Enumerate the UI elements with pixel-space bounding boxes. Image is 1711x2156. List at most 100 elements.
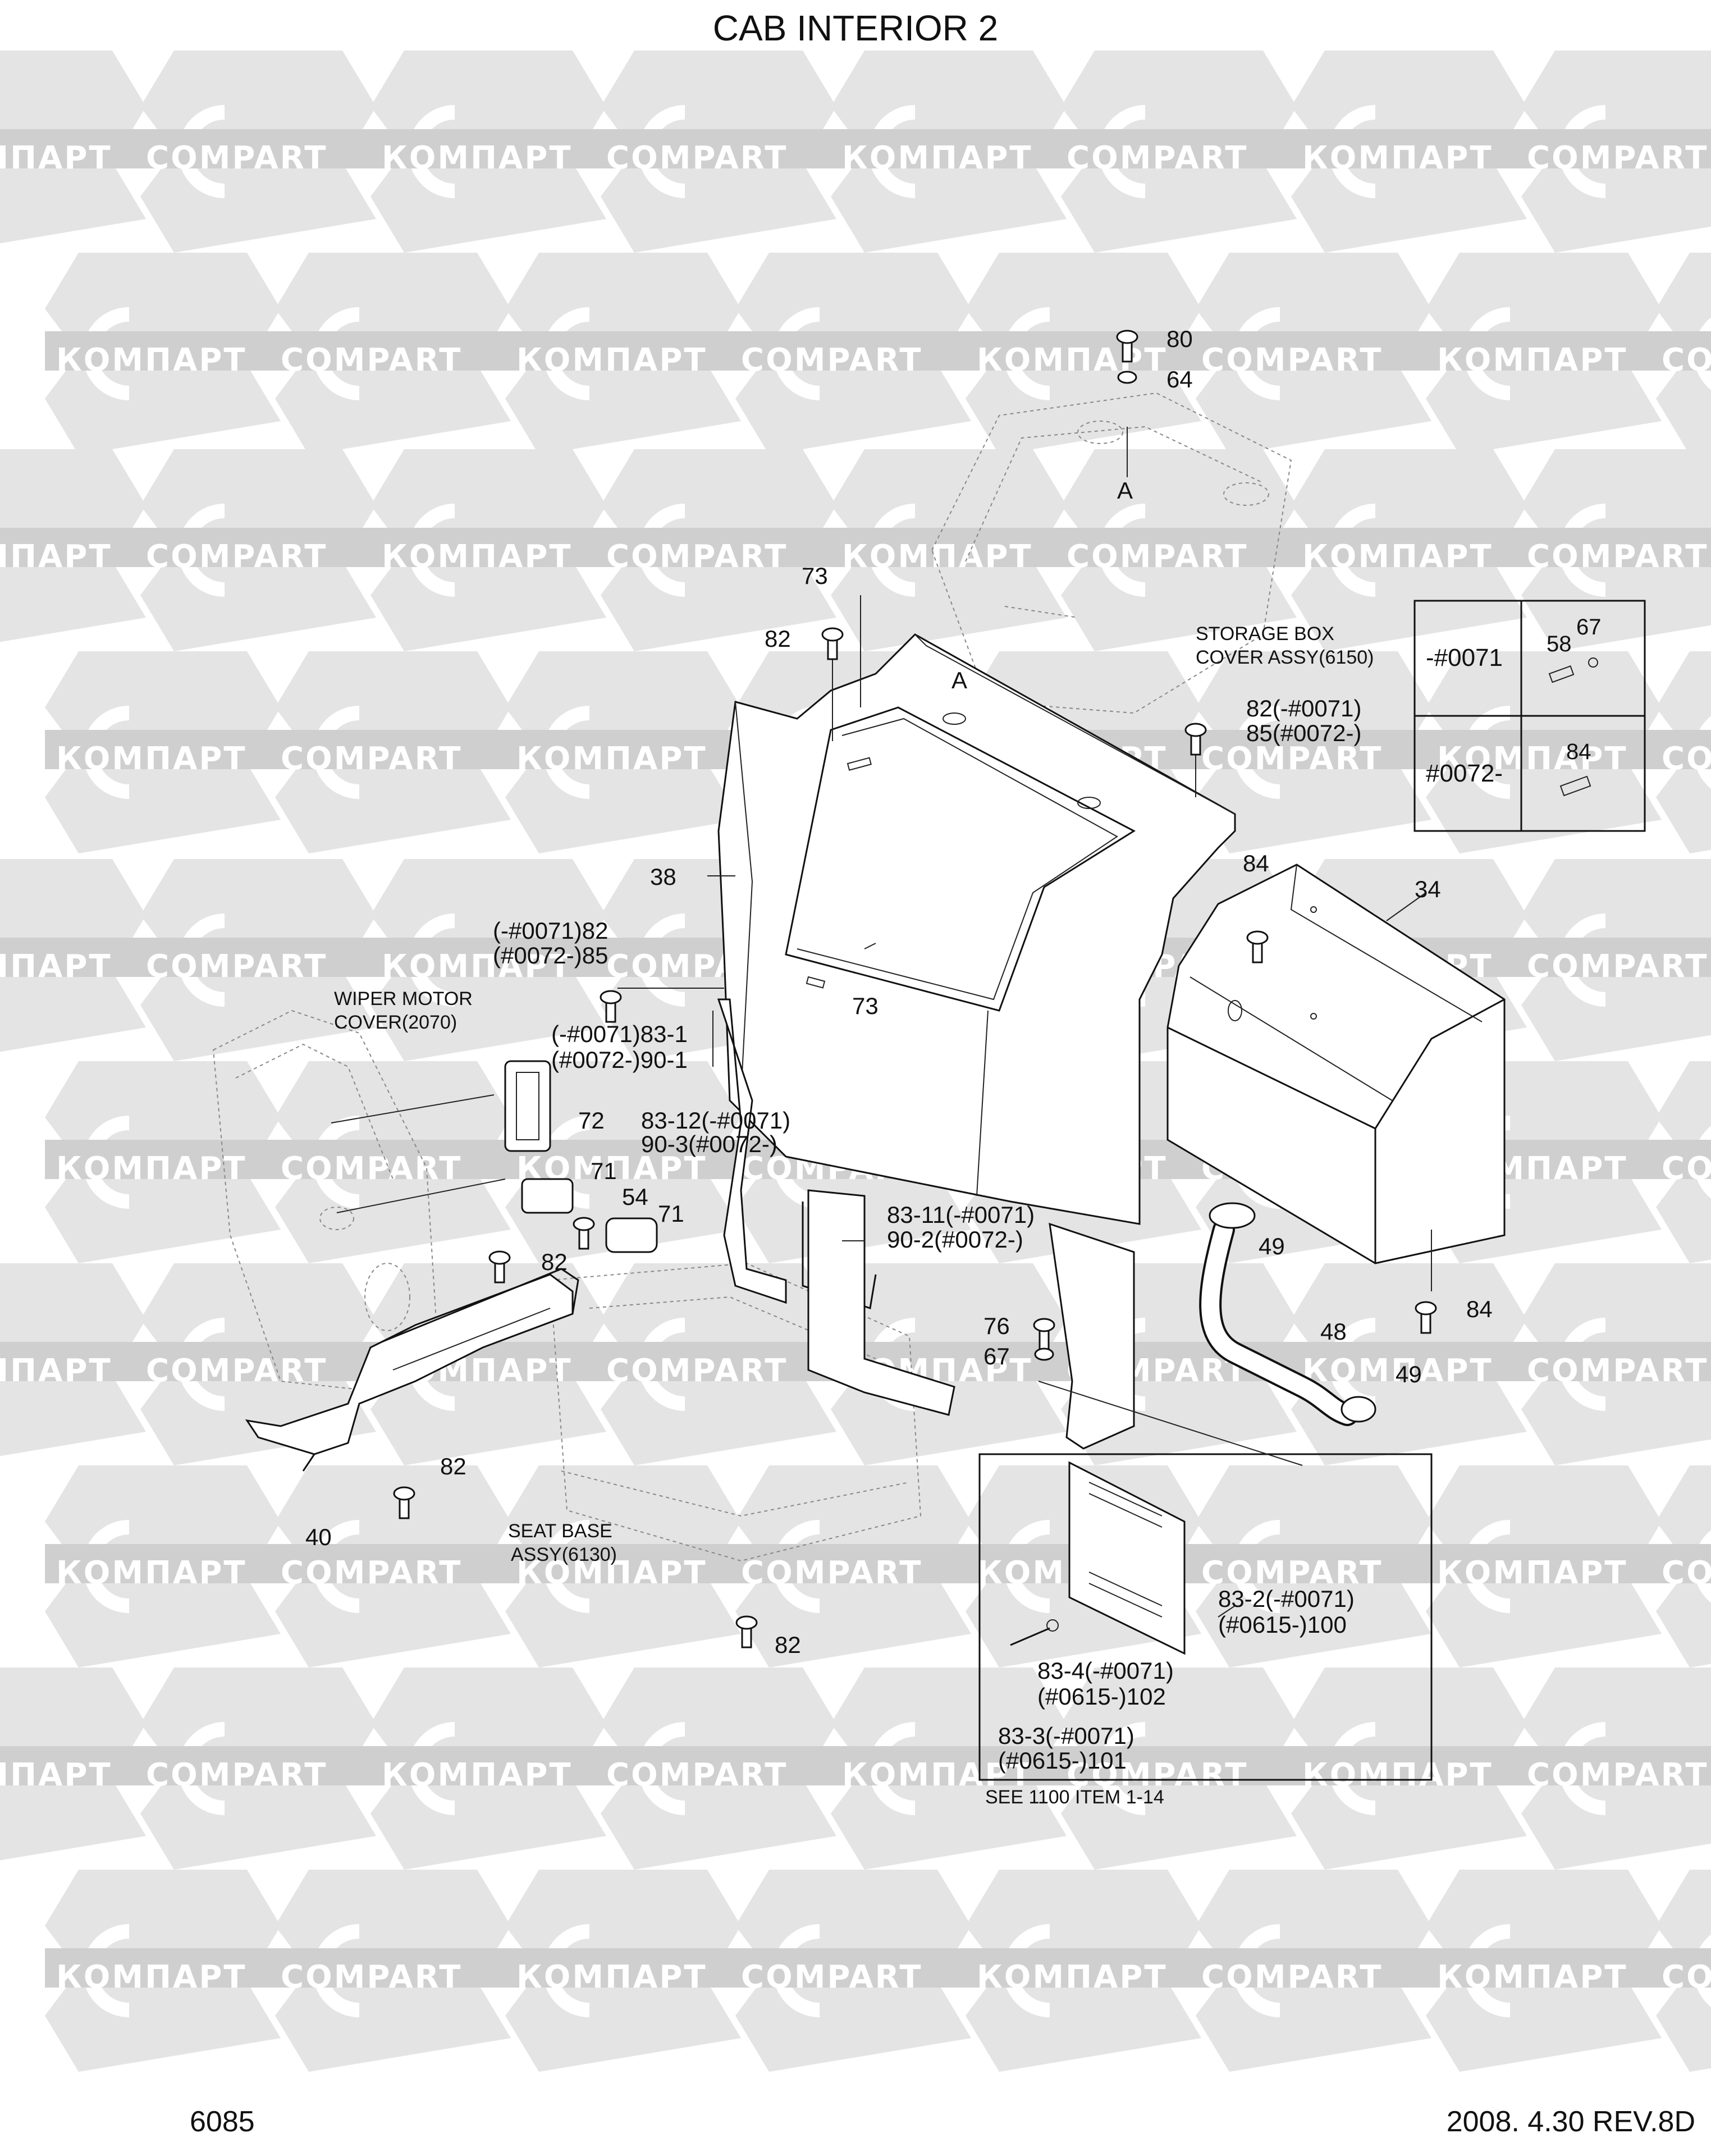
label-54: 54 [622, 1184, 648, 1210]
watermark-tile: КОМПАРТ COMPART [831, 51, 1297, 253]
watermark-left: КОМПАРТ [1437, 741, 1628, 777]
label-71-b: 71 [658, 1200, 684, 1227]
watermark-right: COMPART [1662, 1150, 1711, 1187]
watermark-left: КОМПАРТ [0, 948, 112, 985]
watermark-right: COMPART [1527, 948, 1708, 985]
watermark-right: COMPART [606, 140, 788, 176]
watermark-left: КОМПАРТ [0, 538, 112, 575]
watermark-right: COMPART [146, 140, 327, 176]
part-34-storage-box [1166, 864, 1506, 1264]
watermark-right: COMPART [281, 1959, 462, 1995]
label-72: 72 [578, 1107, 605, 1134]
label-64: 64 [1166, 366, 1193, 392]
label-34: 34 [1415, 876, 1441, 902]
watermark-right: COMPART [1201, 1555, 1383, 1591]
watermark-right: COMPART [1662, 342, 1711, 378]
watermark-left: КОМПАРТ [1437, 342, 1628, 378]
watermark-left: КОМПАРТ [516, 1959, 707, 1995]
detail-box [978, 1453, 1433, 1781]
label-73-top: 73 [802, 563, 828, 589]
watermark-right: COMPART [606, 538, 788, 575]
label-73-mid: 73 [852, 993, 879, 1019]
watermark-right: COMPART [741, 1959, 922, 1995]
label-90-1: (#0072-)90-1 [551, 1047, 688, 1073]
watermark-right: COMPART [281, 1150, 462, 1187]
bolt-icon [1415, 1301, 1437, 1334]
watermark-right: COMPART [741, 1555, 922, 1591]
label-49-b: 49 [1396, 1361, 1422, 1387]
bolt-icon [1116, 330, 1138, 363]
watermark-right: COMPART [1201, 342, 1383, 378]
watermark-right: COMPART [606, 1757, 788, 1793]
label-82-top: 82 [765, 625, 791, 652]
label-ref-a-mid: A [951, 667, 967, 693]
serial-number-table: -#0071 #0072- 58 67 84 [1413, 600, 1646, 832]
watermark-right: COMPART [1662, 1555, 1711, 1591]
label-83-3: 83-3(-#0071) [998, 1723, 1134, 1749]
watermark-right: COMPART [281, 1555, 462, 1591]
note-see-1100: SEE 1100 ITEM 1-14 [985, 1787, 1164, 1808]
label-83-12: 83-12(-#0071) [641, 1107, 790, 1134]
leader-lines [331, 427, 1432, 1618]
watermark-left: КОМПАРТ [1302, 1353, 1493, 1389]
bolt-icon [488, 1250, 511, 1283]
label-85-0072: 85(#0072-) [1246, 720, 1361, 746]
watermark-tile: КОМПАРТ COMPART [1426, 253, 1711, 455]
callout-labels: 80 64 A 73 82 A 82(-#0071) 85(#0072-) 84… [305, 326, 1493, 1774]
label-84-right: 84 [1466, 1296, 1493, 1322]
watermark-left: КОМПАРТ [382, 948, 573, 985]
watermark-right: COMPART [146, 1353, 327, 1389]
bolt-icon [821, 627, 844, 660]
watermark-left: КОМПАРТ [842, 538, 1033, 575]
washer-icon [1117, 371, 1137, 384]
label-83-2: 83-2(-#0071) [1218, 1586, 1355, 1612]
label-101: (#0615-)101 [998, 1747, 1127, 1774]
label-71-a: 71 [591, 1158, 617, 1184]
watermark-left: КОМПАРТ [516, 741, 707, 777]
wiper-motor-cover-outline [212, 1010, 439, 1394]
washer-icon [1034, 1347, 1054, 1361]
watermark-left: КОМПАРТ [842, 140, 1033, 176]
watermark-right: COMPART [1662, 741, 1711, 777]
watermark-right: COMPART [146, 1757, 327, 1793]
label-82-85-b: (#0072-)85 [493, 942, 608, 969]
watermark-left: КОМПАРТ [1437, 1959, 1628, 1995]
note-storage-box-line1: STORAGE BOX [1196, 623, 1334, 645]
watermark-right: COMPART [1067, 140, 1248, 176]
note-wiper-line2: COVER(2070) [334, 1012, 457, 1033]
watermark-left: КОМПАРТ [977, 342, 1168, 378]
label-80: 80 [1166, 326, 1193, 352]
part-71-cap-a [521, 1178, 574, 1214]
label-76: 76 [983, 1313, 1010, 1339]
part-48-hose [1199, 1202, 1376, 1426]
watermark-right: COMPART [1201, 741, 1383, 777]
label-67: 67 [983, 1343, 1010, 1369]
label-82-left: 82 [541, 1249, 568, 1275]
label-82-bottom: 82 [440, 1453, 466, 1479]
watermark-right: COMPART [1527, 1757, 1708, 1793]
label-49-a: 49 [1259, 1233, 1285, 1259]
part-40-cover [245, 1268, 579, 1472]
watermark-right: COMPART [146, 538, 327, 575]
watermark-left: КОМПАРТ [0, 1757, 112, 1793]
table-serial-row2: #0072- [1426, 760, 1503, 787]
watermark-right: COMPART [1067, 1757, 1248, 1793]
label-40: 40 [305, 1524, 332, 1550]
table-part-84: 84 [1566, 739, 1591, 764]
table-serial-row1: -#0071 [1426, 644, 1503, 672]
